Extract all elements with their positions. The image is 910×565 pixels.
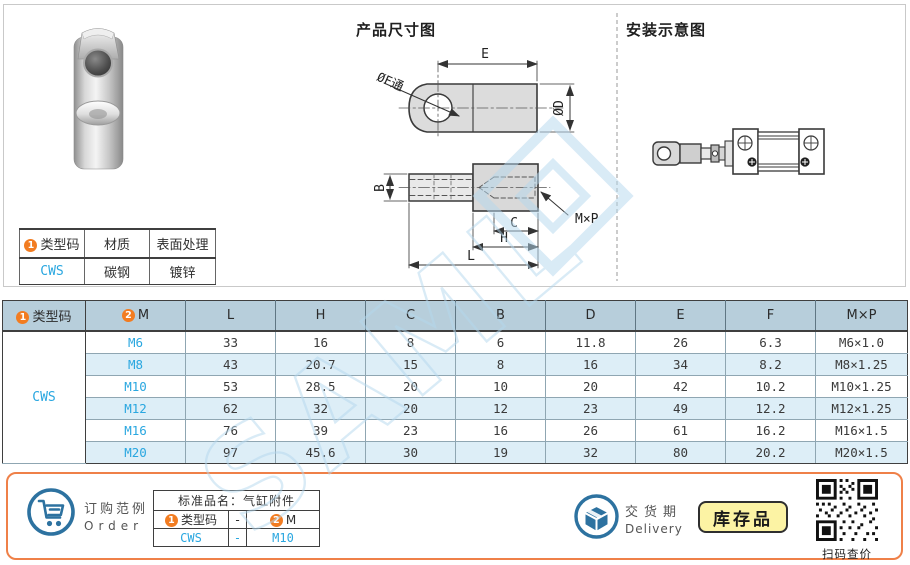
package-icon — [574, 494, 619, 539]
material-header-material: 材质 — [84, 228, 150, 259]
order-label-cn: 订购范例 — [84, 502, 149, 517]
dim-label-OD: ØD — [552, 100, 567, 116]
order-value-sep: - — [228, 528, 247, 547]
dimension-drawing-side-view: M×P B C H L — [373, 163, 599, 269]
dim-label-H: H — [500, 231, 508, 246]
order-value-type-code: CWS — [153, 528, 229, 547]
col-header-c: C — [365, 300, 456, 332]
installation-diagram-title: 安装示意图 — [626, 21, 707, 39]
badge-1-icon: 1 — [24, 239, 38, 252]
dim-label-B: B — [373, 184, 388, 192]
top-section: E ØD ØF通 — [3, 4, 906, 287]
delivery-label-en: Delivery — [625, 522, 683, 536]
col-header-f: F — [725, 300, 816, 332]
order-header-sep: - — [228, 510, 247, 529]
dim-label-C: C — [510, 216, 518, 231]
product-photo — [73, 28, 124, 170]
dim-label-L: L — [467, 249, 475, 264]
cart-icon — [27, 488, 75, 536]
material-value: 碳钢 — [84, 257, 150, 285]
qr-code — [816, 479, 878, 541]
delivery-label: 交货期 Delivery — [625, 501, 683, 536]
badge-2-icon: 2 — [269, 513, 283, 527]
qr-caption: 扫码查价 — [822, 547, 872, 561]
col-header-d: D — [545, 300, 636, 332]
dim-label-MxP: M×P — [575, 212, 599, 227]
qr-block: 扫码查价 — [815, 479, 879, 562]
stock-badge: 库存品 — [698, 501, 788, 533]
dimension-diagram-title: 产品尺寸图 — [356, 21, 437, 39]
order-table-title: 标准品名：气缸附件 — [152, 490, 321, 511]
order-value-m: M10 — [245, 528, 321, 547]
badge-1-icon: 1 — [16, 311, 30, 324]
order-label-en: Order — [84, 519, 144, 533]
material-type-code: CWS — [19, 257, 85, 285]
col-header-e: E — [635, 300, 726, 332]
material-header-finish: 表面处理 — [149, 228, 216, 259]
col-header-mxp: M×P — [815, 300, 908, 332]
order-example-label: 订购范例 Order — [84, 498, 148, 533]
dimension-drawing-top-view: E ØD ØF通 — [375, 47, 575, 140]
type-code-cell: CWS — [2, 330, 86, 464]
col-header-l: L — [185, 300, 276, 332]
delivery-label-cn: 交货期 — [625, 505, 683, 520]
col-header-b: B — [455, 300, 546, 332]
badge-2-icon: 2 — [121, 309, 135, 322]
badge-1-icon: 1 — [164, 514, 178, 527]
col-header-h: H — [275, 300, 366, 332]
dim-label-E: E — [481, 47, 489, 62]
finish-value: 镀锌 — [149, 257, 216, 285]
installation-drawing — [652, 128, 825, 175]
